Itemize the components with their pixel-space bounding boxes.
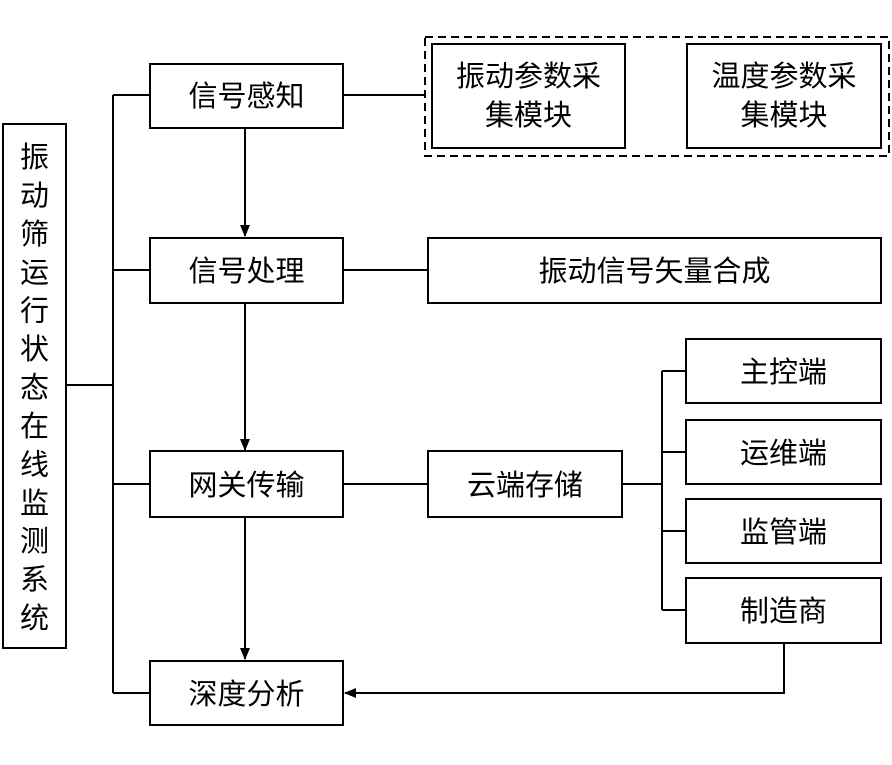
vector-synthesis-box: 振动信号矢量合成 xyxy=(427,237,882,304)
system-label-char: 测 xyxy=(20,524,49,558)
vibration-module: 振动参数采 集模块 xyxy=(431,43,626,149)
system-label-char: 统 xyxy=(20,601,49,635)
system-box: 振动筛运行状态在线监测系统 xyxy=(2,123,67,649)
temperature-module-line1: 温度参数采 xyxy=(711,59,856,93)
system-label-char: 运 xyxy=(20,255,49,289)
system-label-char: 动 xyxy=(20,178,49,212)
system-label-char: 在 xyxy=(20,409,49,443)
temperature-module-line2: 集模块 xyxy=(740,98,827,132)
stage-gateway: 网关传输 xyxy=(149,450,344,518)
stage-analysis-label: 深度分析 xyxy=(188,677,304,711)
system-label-char: 态 xyxy=(20,371,49,405)
stage-gateway-label: 网关传输 xyxy=(188,468,304,502)
stage-processing: 信号处理 xyxy=(149,237,344,304)
terminal-manufacturer-label: 制造商 xyxy=(740,594,827,628)
acquisition-modules-group: 振动参数采 集模块 温度参数采 集模块 xyxy=(424,36,890,157)
terminal-main-control-label: 主控端 xyxy=(740,355,827,389)
terminal-main-control: 主控端 xyxy=(685,338,882,404)
terminal-supervision-label: 监管端 xyxy=(740,515,827,549)
system-label-char: 监 xyxy=(20,486,49,520)
terminal-supervision: 监管端 xyxy=(685,498,882,564)
system-label-char: 行 xyxy=(20,294,49,328)
system-label: 振动筛运行状态在线监测系统 xyxy=(20,140,49,635)
stage-sensing-label: 信号感知 xyxy=(188,79,304,113)
system-label-char: 系 xyxy=(20,563,49,597)
vibration-module-line2: 集模块 xyxy=(485,98,572,132)
system-label-char: 状 xyxy=(20,332,49,366)
terminal-operation: 运维端 xyxy=(685,419,882,485)
temperature-module: 温度参数采 集模块 xyxy=(686,43,882,149)
stage-analysis: 深度分析 xyxy=(149,660,344,726)
vibration-module-line1: 振动参数采 xyxy=(456,59,601,93)
connectors xyxy=(66,94,785,698)
arrow-manufacturer-to-analysis xyxy=(344,643,785,698)
system-label-char: 振 xyxy=(20,140,49,174)
system-label-char: 线 xyxy=(20,447,49,481)
cloud-storage-box: 云端存储 xyxy=(427,450,623,518)
cloud-storage-label: 云端存储 xyxy=(467,468,583,502)
vector-synthesis-label: 振动信号矢量合成 xyxy=(538,254,770,288)
system-label-char: 筛 xyxy=(20,217,49,251)
stage-processing-label: 信号处理 xyxy=(188,254,304,288)
terminal-operation-label: 运维端 xyxy=(740,436,827,470)
stage-sensing: 信号感知 xyxy=(149,63,344,129)
terminal-manufacturer: 制造商 xyxy=(685,577,882,644)
